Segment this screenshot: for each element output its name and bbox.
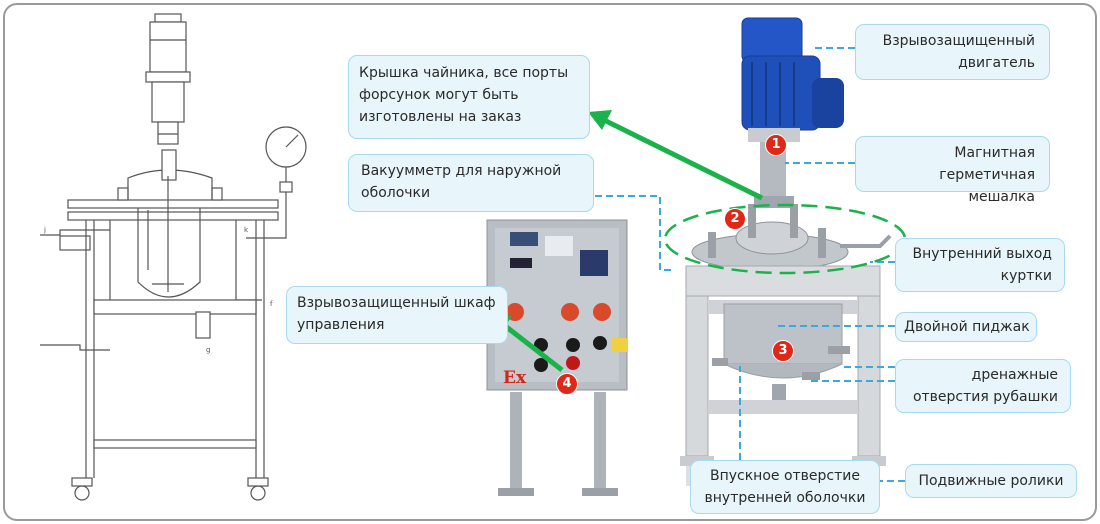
svg-text:j: j	[43, 226, 46, 234]
badge-3: 3	[772, 340, 794, 362]
leader-lines	[595, 47, 905, 482]
badge-2: 2	[724, 208, 746, 230]
label-jacket-drains: дренажные отверстия рубашки	[895, 359, 1071, 413]
ex-mark: Ex	[503, 368, 527, 388]
label-magnetic-stirrer: Магнитная герметичная мешалка	[855, 136, 1050, 205]
badge-4: 4	[556, 373, 578, 395]
label-casters: Подвижные ролики	[905, 464, 1077, 498]
svg-text:g: g	[206, 346, 210, 354]
label-inner-jacket-outlet: Внутренний выход куртки	[895, 238, 1065, 292]
badge-1: 1	[765, 134, 787, 156]
label-inner-inlet: Впускное отверстие внутренней оболочки	[690, 460, 880, 514]
label-double-jacket: Двойной пиджак	[895, 312, 1037, 342]
label-explosion-cabinet: Взрывозащищенный шкаф управления	[286, 286, 508, 344]
label-explosion-motor: Взрывозащищенный двигатель	[855, 24, 1050, 80]
label-vacuum-gauge: Вакуумметр для наружной оболочки	[348, 154, 594, 212]
svg-text:f: f	[270, 300, 273, 308]
technical-drawing: j k f g	[40, 13, 307, 501]
control-cabinet	[486, 219, 628, 496]
svg-text:k: k	[244, 226, 249, 234]
reactor-unit	[680, 17, 892, 486]
label-kettle-lid: Крышка чайника, все порты форсунок могут…	[348, 55, 590, 139]
